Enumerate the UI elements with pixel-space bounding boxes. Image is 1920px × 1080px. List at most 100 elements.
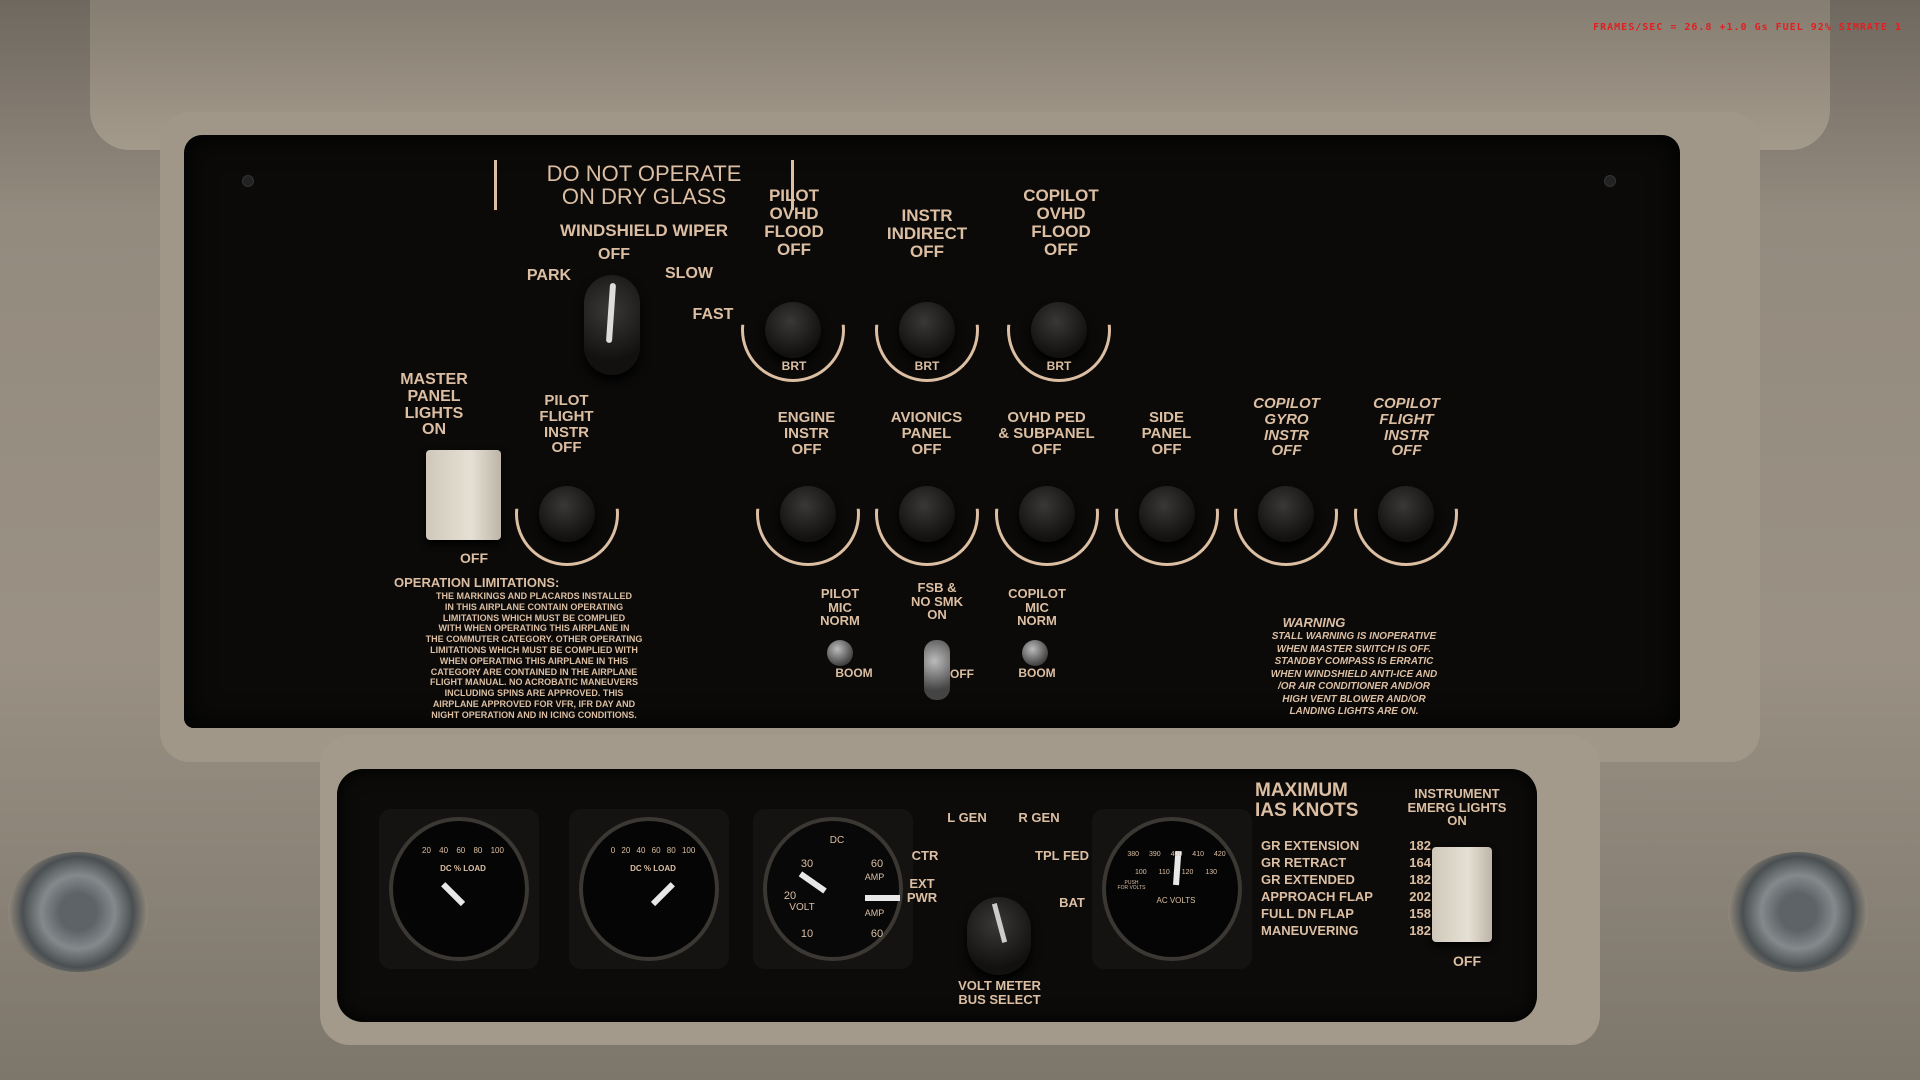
tick: 20 — [783, 890, 797, 902]
brt-label: BRT — [1046, 359, 1072, 373]
engine-instr-label: ENGINE INSTR OFF — [777, 409, 836, 458]
bus-select-title: VOLT METER BUS SELECT — [958, 978, 1041, 1007]
pilot-ovhd-flood-knob[interactable] — [765, 302, 821, 358]
screw — [1604, 175, 1616, 187]
wiper-off: OFF — [598, 246, 630, 263]
tick: 80 — [666, 846, 676, 855]
copilot-mic-toggle[interactable] — [1022, 640, 1048, 666]
tick: 100 — [681, 846, 696, 855]
right-air-vent[interactable] — [1728, 852, 1868, 972]
ias-name: GR EXTENSION — [1261, 838, 1360, 853]
knob-label: COPILOT OVHD FLOOD OFF — [1023, 186, 1099, 259]
tick: 60 — [456, 846, 466, 855]
knob-label: INSTR INDIRECT OFF — [886, 206, 968, 261]
inner-ticks: 100 110 120 130 — [1121, 869, 1231, 876]
volt-label: VOLT — [789, 902, 815, 913]
ovhd-ped-subpanel-knob[interactable] — [1019, 486, 1075, 542]
ias-row: GR EXTENSION 182 — [1261, 839, 1431, 856]
copilot-flight-instr-knob[interactable] — [1378, 486, 1434, 542]
brt-label: BRT — [781, 359, 807, 373]
copilot-mic-label: COPILOT MIC NORM — [1008, 586, 1066, 629]
screw — [242, 175, 254, 187]
push-for-volts[interactable]: PUSH FOR VOLTS — [1117, 880, 1146, 892]
knob-label: PILOT OVHD FLOOD OFF — [764, 186, 824, 259]
ias-value: 158 — [1409, 906, 1431, 921]
avionics-panel-label: AVIONICS PANEL OFF — [890, 409, 963, 458]
ias-value: 182 — [1409, 872, 1431, 887]
tick: 100 — [1134, 869, 1147, 876]
tick: 420 — [1213, 851, 1226, 858]
bus-select-knob[interactable] — [967, 897, 1031, 975]
wiper-park: PARK — [526, 267, 572, 284]
bus-r-gen: R GEN — [1018, 810, 1060, 825]
windshield-wiper-knob[interactable] — [584, 275, 640, 375]
tick: 110 — [1158, 869, 1170, 876]
tick: 380 — [1127, 851, 1140, 858]
dry-glass-placard: DO NOT OPERATE ON DRY GLASS — [494, 160, 794, 211]
tick: 20 — [621, 846, 631, 855]
master-panel-lights-label: MASTER PANEL LIGHTS ON — [400, 371, 468, 439]
ias-value: 164 — [1409, 855, 1431, 870]
sim-status-overlay: FRAMES/SEC = 26.8 +1.0 Gs FUEL 92% SIMRA… — [1593, 22, 1902, 33]
tick: 120 — [1181, 869, 1194, 876]
wiper-fast: FAST — [692, 306, 734, 323]
emerg-off-label: OFF — [1453, 953, 1481, 969]
pilot-mic-label: PILOT MIC NORM — [820, 586, 860, 629]
copilot-gyro-instr-label: COPILOT GYRO INSTR OFF — [1253, 395, 1320, 460]
tick: 40 — [439, 846, 449, 855]
copilot-gyro-instr-knob[interactable] — [1258, 486, 1314, 542]
pilot-mic-boom-label: BOOM — [835, 666, 873, 680]
tick: 400 — [1170, 851, 1183, 858]
tick: 60 — [870, 928, 884, 940]
fsb-no-smk-label: FSB & NO SMK ON — [911, 580, 963, 623]
op-limits-text: THE MARKINGS AND PLACARDS INSTALLED IN T… — [425, 591, 643, 720]
ovhd-ped-subpanel-label: OVHD PED & SUBPANEL OFF — [998, 409, 1095, 458]
overhead-lighting-panel: DO NOT OPERATE ON DRY GLASS WINDSHIELD W… — [184, 135, 1680, 728]
instrument-emerg-lights-switch[interactable] — [1432, 847, 1492, 942]
max-ias-title: MAXIMUM IAS KNOTS — [1255, 780, 1359, 821]
ias-value: 202 — [1409, 889, 1431, 904]
gauge-needle — [650, 882, 675, 907]
ias-value: 182 — [1409, 923, 1431, 938]
master-panel-lights-switch[interactable] — [426, 450, 501, 540]
gauge-needle — [441, 882, 466, 907]
left-air-vent[interactable] — [8, 852, 148, 972]
instr-indirect-knob[interactable] — [899, 302, 955, 358]
ias-value: 182 — [1409, 838, 1431, 853]
pilot-flight-instr-label: PILOT FLIGHT INSTR OFF — [539, 392, 594, 457]
outer-ticks: 380 390 400 410 420 — [1114, 851, 1239, 858]
tick: 390 — [1149, 851, 1161, 858]
amp-label: AMP — [864, 872, 885, 882]
master-off-label: OFF — [460, 550, 488, 566]
tick: 80 — [473, 846, 483, 855]
avionics-panel-knob[interactable] — [899, 486, 955, 542]
pilot-mic-toggle[interactable] — [827, 640, 853, 666]
warning-title: WARNING — [1282, 615, 1346, 630]
side-panel-knob[interactable] — [1139, 486, 1195, 542]
gauge-label: DC % LOAD — [630, 864, 676, 873]
side-panel-label: SIDE PANEL OFF — [1141, 409, 1192, 458]
tick: 0 — [610, 846, 616, 855]
bus-tpl-fed: TPL FED — [1035, 848, 1089, 863]
ac-volts-gauge: 380 390 400 410 420 100 110 120 130 PUSH… — [1092, 809, 1252, 969]
engine-instr-knob[interactable] — [780, 486, 836, 542]
tick: 60 — [651, 846, 661, 855]
fsb-no-smk-toggle[interactable] — [924, 640, 950, 700]
op-limits-title: OPERATION LIMITATIONS: — [394, 575, 560, 590]
copilot-flight-instr-label: COPILOT FLIGHT INSTR OFF — [1373, 395, 1440, 460]
fsb-off-label: OFF — [950, 667, 974, 681]
tick: 130 — [1205, 869, 1218, 876]
copilot-ovhd-flood-knob[interactable] — [1031, 302, 1087, 358]
pilot-flight-instr-knob[interactable] — [539, 486, 595, 542]
tick: 60 — [870, 858, 884, 870]
bus-ctr: CTR — [911, 848, 939, 863]
bus-bat: BAT — [1059, 895, 1085, 910]
